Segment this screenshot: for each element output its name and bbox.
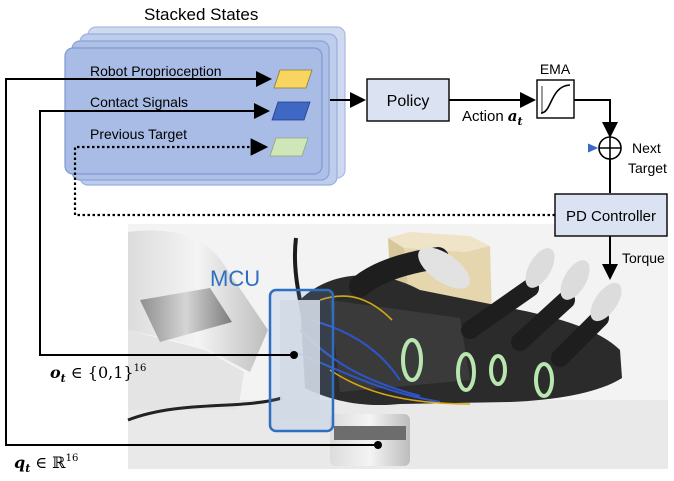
o-signal-label: ot ∈ {0,1}16 <box>50 363 146 385</box>
o-signal-dot <box>290 351 298 359</box>
finger-ring <box>551 309 609 367</box>
q-signal-line <box>5 71 378 446</box>
robot-base-ring <box>334 426 406 440</box>
policy-label: Policy <box>387 93 430 110</box>
previous-target-feedback-line <box>73 138 555 217</box>
mcu-highlight-box <box>268 288 335 433</box>
wires <box>319 295 471 405</box>
policy-block <box>366 78 450 122</box>
finger-middle-tip <box>560 260 590 300</box>
wooden-cube-top <box>388 232 490 252</box>
previous-target-chip <box>269 137 309 157</box>
hand-plate <box>330 300 470 392</box>
proprioception-chip <box>273 69 313 89</box>
contact-sensor <box>489 354 507 386</box>
next-target-label-2: Target <box>628 160 667 176</box>
robot-arm-joint-ring <box>140 288 232 342</box>
ema-block <box>536 79 575 119</box>
stacked-states-panel: Stacked States Robot Proprioception Cont… <box>64 5 346 186</box>
finger-index-tip <box>525 248 555 288</box>
o-signal-line <box>39 103 294 356</box>
ema-label: EMA <box>540 61 571 77</box>
contact-sensor <box>456 352 476 392</box>
state-row-previous-target: Previous Target <box>90 126 187 142</box>
finger-index <box>461 279 539 339</box>
state-row-proprioception: Robot Proprioception <box>90 63 222 79</box>
q-signal-label: qt ∈ ℝ16 <box>14 453 78 475</box>
q-signal-dot <box>374 441 382 449</box>
torque-label: Torque <box>622 250 665 266</box>
contact-sensor <box>401 338 423 382</box>
previous-target-arrowhead <box>587 143 599 153</box>
robot-arm-lower <box>128 330 244 410</box>
pd-controller-label: PD Controller <box>566 208 656 225</box>
ema-sigmoid-icon <box>540 84 571 114</box>
cable <box>127 396 283 422</box>
next-target-label: Next <box>632 140 661 156</box>
contact-chip <box>271 101 311 121</box>
contact-sensor <box>534 362 554 398</box>
ema-to-sum-arrow <box>574 99 618 138</box>
thumb-tip <box>418 247 470 289</box>
robot-hand-photo: MCU <box>127 224 668 469</box>
stacked-states-title: Stacked States <box>144 5 258 24</box>
finger-ring-tip <box>590 282 622 322</box>
finger-middle <box>511 291 575 351</box>
mcu-board <box>280 300 320 420</box>
state-row-contact: Contact Signals <box>90 94 188 110</box>
mcu-label: MCU <box>210 266 260 291</box>
pd-controller-block <box>554 193 668 237</box>
